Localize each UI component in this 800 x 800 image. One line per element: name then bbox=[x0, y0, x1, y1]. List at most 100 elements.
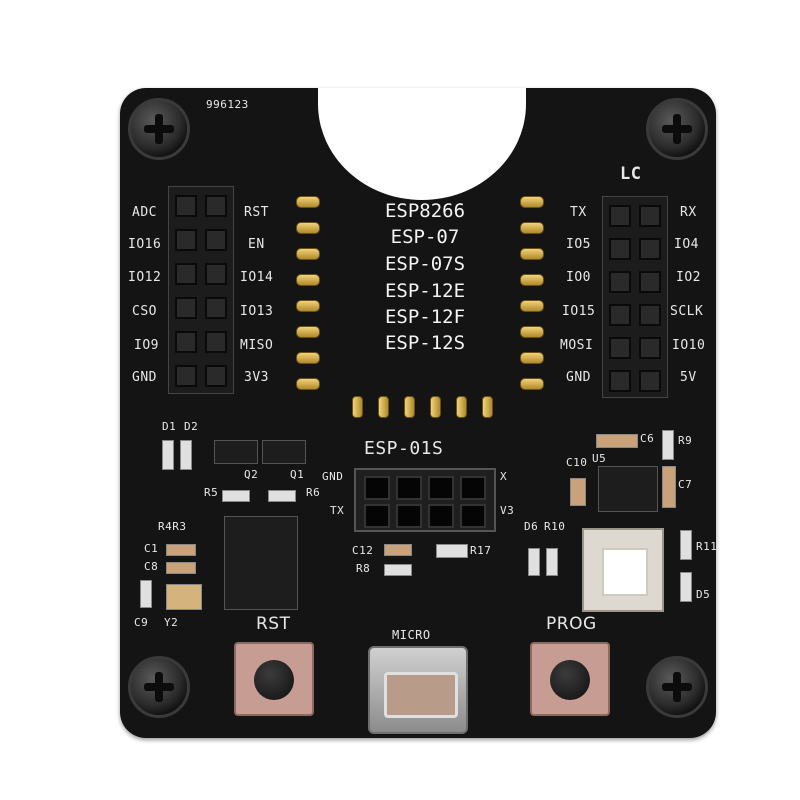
reset-button[interactable] bbox=[234, 642, 314, 716]
label-d2: D2 bbox=[184, 420, 199, 433]
pogo-pin-bottom bbox=[456, 396, 467, 418]
label-d5: D5 bbox=[696, 588, 711, 601]
transistor-q1 bbox=[262, 440, 306, 464]
serial-number: 996123 bbox=[206, 98, 249, 111]
label-r10: R10 bbox=[544, 520, 566, 533]
module-name-1: ESP8266 bbox=[384, 200, 466, 222]
socket-tx-label: TX bbox=[330, 504, 345, 517]
label-d6: D6 bbox=[524, 520, 539, 533]
left-outer-label-cso: CSO bbox=[132, 304, 157, 319]
label-c12: C12 bbox=[352, 544, 374, 557]
right-outer-label-sclk: SCLK bbox=[670, 304, 704, 319]
prog-label: PROG bbox=[546, 614, 597, 634]
pogo-pin-right bbox=[520, 222, 544, 234]
capacitor-c1 bbox=[166, 544, 196, 556]
label-u5: U5 bbox=[592, 452, 607, 465]
socket-x-label: X bbox=[500, 470, 508, 483]
left-inner-label-en: EN bbox=[248, 237, 265, 252]
resistor-r8 bbox=[384, 564, 412, 576]
label-r17: R17 bbox=[470, 544, 492, 557]
right-inner-label-io5: IO5 bbox=[566, 237, 591, 252]
resistor-r6 bbox=[268, 490, 296, 502]
module-name-3: ESP-07S bbox=[384, 253, 466, 275]
label-d1: D1 bbox=[162, 420, 177, 433]
right-inner-label-io0: IO0 bbox=[566, 270, 591, 285]
esp01s-socket[interactable] bbox=[354, 468, 496, 532]
capacitor-c7 bbox=[662, 466, 676, 508]
left-outer-label-io16: IO16 bbox=[128, 237, 162, 252]
socket-v3-label: V3 bbox=[500, 504, 515, 517]
label-c10: C10 bbox=[566, 456, 588, 469]
label-c6: C6 bbox=[640, 432, 655, 445]
left-outer-label-adc: ADC bbox=[132, 205, 157, 220]
resistor-r17 bbox=[436, 544, 468, 558]
micro-label: MICRO bbox=[392, 628, 431, 642]
pogo-pin-bottom bbox=[378, 396, 389, 418]
pogo-pin-bottom bbox=[430, 396, 441, 418]
pogo-pin-right bbox=[520, 248, 544, 260]
led-d5 bbox=[680, 572, 692, 602]
label-r4r3: R4R3 bbox=[158, 520, 187, 533]
label-y2: Y2 bbox=[164, 616, 179, 629]
right-inner-label-tx: TX bbox=[570, 205, 587, 220]
resistor-r9 bbox=[662, 430, 674, 460]
pogo-pin-left bbox=[296, 378, 320, 390]
prog-button[interactable] bbox=[530, 642, 610, 716]
pogo-pin-right bbox=[520, 378, 544, 390]
mounting-screw-bottom-right bbox=[646, 656, 708, 718]
left-outer-label-gnd: GND bbox=[132, 370, 157, 385]
capacitor-c10 bbox=[570, 478, 586, 506]
socket-label: ESP-01S bbox=[364, 438, 444, 459]
left-inner-label-io14: IO14 bbox=[240, 270, 274, 285]
left-outer-label-io12: IO12 bbox=[128, 270, 162, 285]
label-c1: C1 bbox=[144, 542, 159, 555]
left-outer-label-io9: IO9 bbox=[134, 338, 159, 353]
pogo-pin-bottom bbox=[482, 396, 493, 418]
module-name-4: ESP-12E bbox=[384, 280, 466, 302]
left-inner-label-rst: RST bbox=[244, 205, 269, 220]
pogo-pin-right bbox=[520, 352, 544, 364]
left-pin-header[interactable] bbox=[168, 186, 234, 394]
micro-usb-port[interactable] bbox=[368, 646, 468, 734]
label-r11: R11 bbox=[696, 540, 718, 553]
mounting-screw-bottom-left bbox=[128, 656, 190, 718]
right-outer-label-5v: 5V bbox=[680, 370, 697, 385]
label-r8: R8 bbox=[356, 562, 371, 575]
right-outer-label-io2: IO2 bbox=[676, 270, 701, 285]
pogo-pin-right bbox=[520, 300, 544, 312]
label-q1: Q1 bbox=[290, 468, 305, 481]
pogo-pin-left bbox=[296, 300, 320, 312]
pogo-pin-left bbox=[296, 196, 320, 208]
pogo-pin-left bbox=[296, 222, 320, 234]
pogo-pin-bottom bbox=[352, 396, 363, 418]
label-q2: Q2 bbox=[244, 468, 259, 481]
transistor-q2 bbox=[214, 440, 258, 464]
pogo-pin-right bbox=[520, 196, 544, 208]
right-inner-label-mosi: MOSI bbox=[560, 338, 594, 353]
pogo-pin-right bbox=[520, 326, 544, 338]
right-outer-label-io10: IO10 bbox=[672, 338, 706, 353]
mounting-screw-top-right bbox=[646, 98, 708, 160]
regulator-u5 bbox=[598, 466, 658, 512]
capacitor-c12 bbox=[384, 544, 412, 556]
resistor-r11 bbox=[680, 530, 692, 560]
power-toggle-switch[interactable] bbox=[582, 528, 664, 612]
left-inner-label-miso: MISO bbox=[240, 338, 274, 353]
label-r9: R9 bbox=[678, 434, 693, 447]
right-pin-header[interactable] bbox=[602, 196, 668, 398]
socket-gnd-label: GND bbox=[322, 470, 344, 483]
pogo-pin-left bbox=[296, 274, 320, 286]
label-c8: C8 bbox=[144, 560, 159, 573]
capacitor-c6 bbox=[596, 434, 638, 448]
led-d1 bbox=[162, 440, 174, 470]
left-inner-label-io13: IO13 bbox=[240, 304, 274, 319]
capacitor-c9 bbox=[140, 580, 152, 608]
mounting-screw-top-left bbox=[128, 98, 190, 160]
pogo-pin-left bbox=[296, 326, 320, 338]
right-inner-label-gnd: GND bbox=[566, 370, 591, 385]
pogo-pin-left bbox=[296, 352, 320, 364]
led-d2 bbox=[180, 440, 192, 470]
label-r6: R6 bbox=[306, 486, 321, 499]
right-outer-label-rx: RX bbox=[680, 205, 697, 220]
logo-mark: LC bbox=[620, 164, 642, 184]
